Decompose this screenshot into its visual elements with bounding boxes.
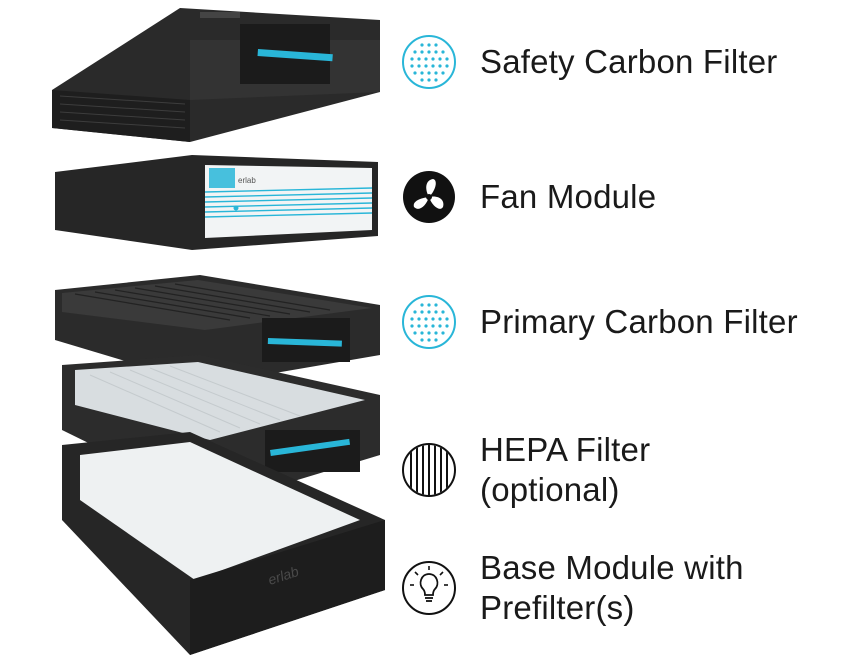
legend-label-base-module: Base Module with Prefilter(s) [480, 549, 744, 626]
legend-fan-module: Fan Module [400, 168, 656, 226]
legend-label-hepa-filter: HEPA Filter (optional) [480, 431, 651, 508]
legend-label-safety-carbon-filter: Safety Carbon Filter [480, 43, 778, 80]
legend-safety-carbon-filter: Safety Carbon Filter [400, 33, 777, 91]
fan-module-unit: erlab [55, 155, 378, 250]
bulb-icon [402, 561, 456, 615]
fan-icon [403, 171, 455, 223]
carbon-dots-icon [402, 35, 456, 89]
legend-label-primary-carbon-filter: Primary Carbon Filter [480, 303, 798, 340]
legend-label-fan-module: Fan Module [480, 178, 657, 215]
filtration-column-illustration: erlab erl [52, 8, 385, 655]
primary-carbon-filter-module [55, 275, 380, 385]
carbon-dots-icon [402, 295, 456, 349]
legend-base-module: Base Module with Prefilter(s) [400, 548, 744, 628]
legend-primary-carbon-filter: Primary Carbon Filter [400, 293, 798, 351]
base-module: erlab [62, 432, 385, 655]
hepa-lines-icon [402, 443, 456, 497]
legend-hepa-filter: HEPA Filter (optional) [400, 430, 650, 510]
safety-carbon-filter-module [52, 8, 380, 142]
fan-module-brand-label: erlab [238, 176, 256, 185]
